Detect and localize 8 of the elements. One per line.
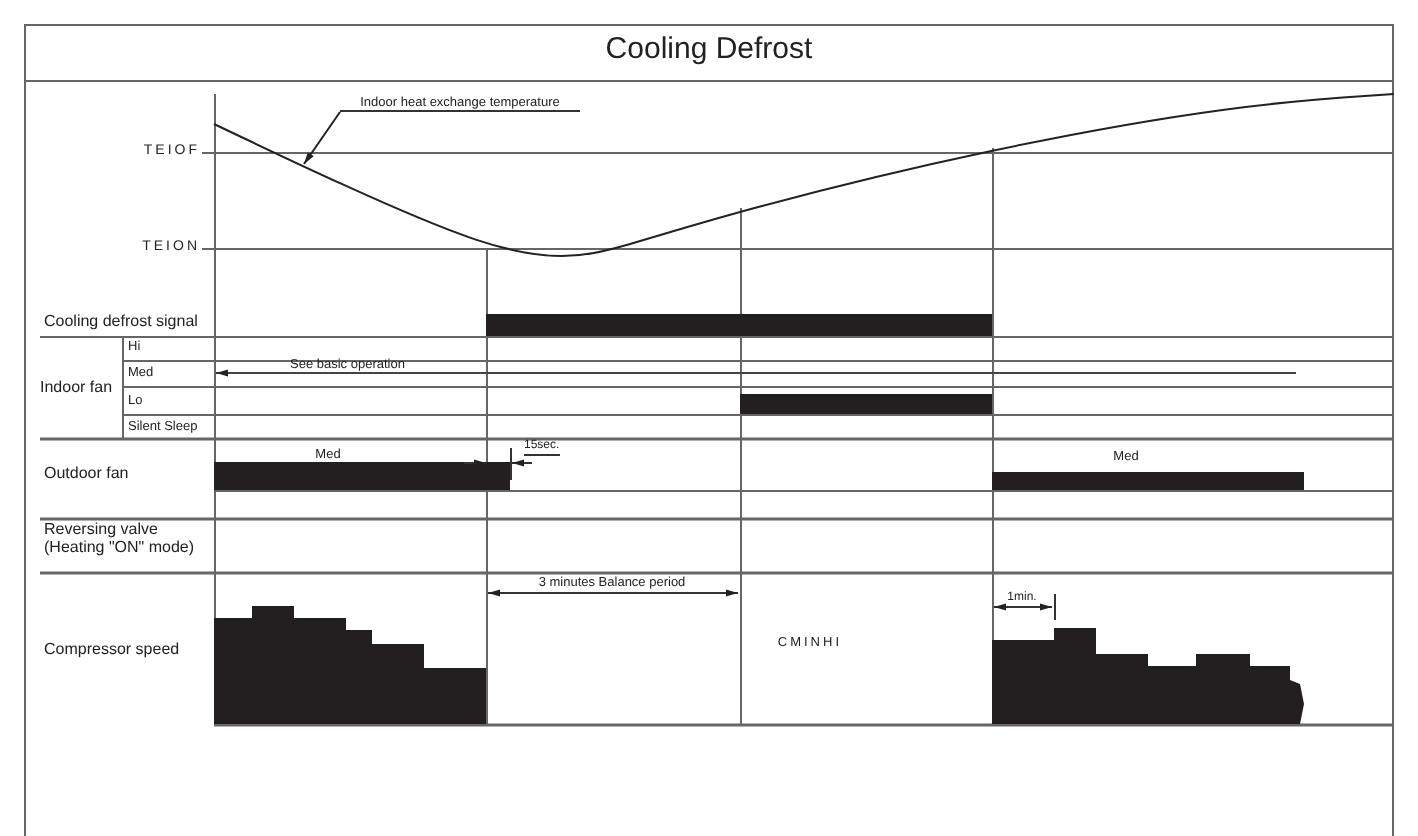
- signal-label: Compressor speed: [44, 642, 180, 660]
- leader-line: [303, 111, 341, 165]
- diagram-title: Cooling Defrost: [603, 34, 815, 67]
- signal-label: Cooling defrost signal: [44, 314, 198, 332]
- signal-label: Indoor fan: [40, 380, 113, 398]
- signal-label: Reversing valve (Heating "ON" mode): [44, 522, 197, 558]
- signal-label: Outdoor fan: [44, 466, 129, 484]
- temperature-curve: [213, 93, 1395, 257]
